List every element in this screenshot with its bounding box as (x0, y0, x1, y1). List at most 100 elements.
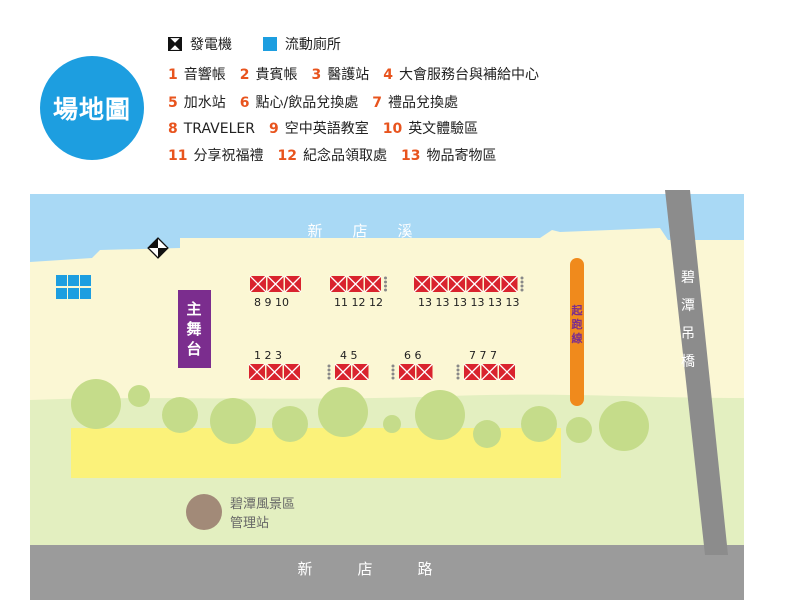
booth (249, 275, 267, 293)
booth (329, 275, 347, 293)
legend-label: 英文體驗區 (408, 121, 479, 137)
generator-dot (384, 280, 387, 284)
legend-row: 5 加水站 6 點心/飲品兌換處 7 禮品兌換處 (168, 92, 472, 112)
legend-label: TRAVELER (183, 121, 255, 137)
bridge-label: 碧潭吊橋 (681, 270, 695, 370)
legend-item: 7 禮品兌換處 (372, 95, 458, 111)
tree (71, 379, 121, 429)
legend-label: 物品寄物區 (426, 148, 497, 164)
booth (483, 275, 501, 293)
legend-number: 4 (383, 67, 393, 83)
legend-label: 貴賓帳 (255, 67, 298, 83)
start-line (570, 258, 584, 406)
legend-number: 11 (168, 148, 188, 164)
main-stage (178, 290, 211, 368)
generator-dot (327, 376, 331, 380)
booth-label: 4 5 (340, 349, 358, 362)
booth (398, 363, 416, 381)
legend-item: 5 加水站 (168, 95, 226, 111)
booth (431, 275, 448, 293)
office-label-2: 管理站 (230, 516, 269, 531)
legend-label: 禮品兌換處 (387, 95, 458, 111)
generator-dot (520, 280, 524, 284)
booth-label: 13 13 13 13 13 13 (418, 296, 519, 309)
legend-number: 1 (168, 67, 178, 83)
booth (284, 275, 302, 293)
legend-number: 9 (268, 121, 279, 137)
bridge (665, 190, 728, 555)
booth (248, 363, 266, 381)
booth (364, 275, 382, 293)
generator-dot (520, 276, 524, 280)
generator-dot (456, 368, 460, 372)
booth (466, 275, 483, 293)
legend-number: 8 (168, 121, 178, 137)
booth-groups: 8 9 10 11 12 12 13 13 13 13 13 13 1 2 3 … (248, 275, 524, 381)
tree (210, 398, 256, 444)
generator-dot (391, 364, 395, 368)
legend-label: 分享祝福禮 (193, 148, 264, 164)
booth-label: 6 6 (404, 349, 422, 362)
booth (463, 363, 481, 381)
legend-item: 11 分享祝福禮 (168, 148, 263, 164)
legend-item: 8 TRAVELER (168, 121, 255, 137)
generator-dot (456, 376, 460, 380)
booth (352, 363, 369, 381)
tree (383, 415, 401, 433)
toilet-block (56, 275, 91, 299)
main-stage-label: 主舞台 (186, 300, 201, 358)
tree (162, 397, 198, 433)
legend-number: 13 (400, 148, 421, 164)
generator-dot (456, 364, 460, 368)
office-label-1: 碧潭風景區 (230, 497, 295, 512)
tree (415, 390, 465, 440)
legend-label: 大會服務台與補給中心 (399, 67, 539, 83)
generator-dot (391, 376, 395, 380)
booth (266, 363, 283, 381)
generator-dot (391, 368, 395, 372)
legend-number: 5 (168, 95, 178, 111)
legend-key: 發電機 流動廁所 (168, 34, 341, 54)
legend-item: 6 點心/飲品兌換處 (240, 95, 358, 111)
booth (481, 363, 498, 381)
legend-number: 2 (239, 67, 250, 83)
booth (448, 275, 466, 293)
legend-item: 13 物品寄物區 (401, 148, 496, 164)
tree (521, 406, 557, 442)
legend-item: 3 醫護站 (312, 67, 370, 83)
booth (501, 275, 518, 293)
booth (283, 363, 301, 381)
toilet-label: 流動廁所 (284, 37, 341, 53)
legend-item: 4 大會服務台與補給中心 (383, 67, 539, 83)
generator-dot (384, 288, 387, 292)
booth (413, 275, 431, 293)
generator-dot (327, 364, 331, 368)
generator-dot (520, 284, 524, 288)
generator-icon (147, 237, 169, 259)
legend-number: 6 (239, 95, 250, 111)
legend-label: 加水站 (183, 95, 226, 111)
start-line-label: 起跑線 (571, 303, 584, 345)
map-title-badge: 場地圖 (40, 56, 144, 160)
booth-label: 8 9 10 (254, 296, 289, 309)
legend-number: 7 (372, 95, 382, 111)
legend-label: 點心/飲品兌換處 (255, 95, 359, 111)
generator-label: 發電機 (190, 37, 232, 53)
tree (566, 417, 592, 443)
map-title: 場地圖 (52, 95, 131, 124)
booth (267, 275, 284, 293)
generator-dot (456, 372, 460, 376)
legend-item: 2 貴賓帳 (240, 67, 298, 83)
tree (318, 387, 368, 437)
legend-number: 3 (311, 67, 322, 83)
legend-number: 12 (277, 148, 297, 164)
legend-label: 醫護站 (327, 67, 370, 83)
generator-dot (384, 284, 387, 288)
tree (272, 406, 308, 442)
